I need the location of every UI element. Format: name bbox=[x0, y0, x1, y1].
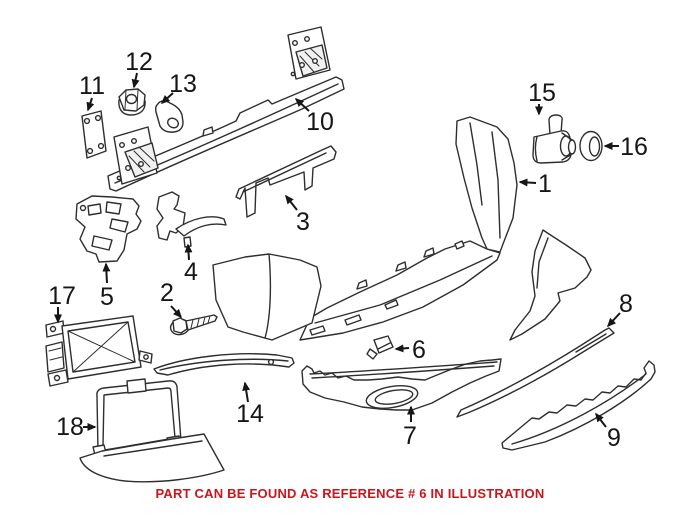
reference-note: PART CAN BE FOUND AS REFERENCE # 6 IN IL… bbox=[155, 486, 545, 501]
callout-13-label: 13 bbox=[169, 70, 197, 98]
part-11-plate bbox=[81, 110, 107, 159]
part-16-grommet bbox=[579, 130, 603, 162]
callout-8: 8 bbox=[606, 290, 633, 328]
callout-11-label: 11 bbox=[79, 72, 105, 100]
callout-7: 7 bbox=[403, 405, 417, 450]
callout-6: 6 bbox=[394, 336, 426, 364]
callout-16-label: 16 bbox=[620, 133, 648, 161]
callout-11: 11 bbox=[79, 72, 105, 112]
callout-1-label: 1 bbox=[538, 170, 552, 198]
callout-8-label: 8 bbox=[619, 290, 633, 318]
callout-16: 16 bbox=[603, 133, 648, 161]
part-13-buffer-stop bbox=[154, 100, 184, 133]
callout-17-label: 17 bbox=[48, 282, 76, 310]
part-18-cover-flap bbox=[79, 378, 225, 483]
callout-3-label: 3 bbox=[296, 208, 310, 236]
callout-5-label: 5 bbox=[100, 283, 114, 311]
part-8-trim-strip bbox=[456, 327, 615, 418]
callout-9: 9 bbox=[595, 412, 621, 452]
callout-10: 10 bbox=[294, 97, 334, 136]
part-7-lower-valance bbox=[301, 358, 502, 411]
callout-14-label: 14 bbox=[236, 400, 264, 428]
callout-12: 12 bbox=[125, 48, 153, 89]
callout-17: 17 bbox=[48, 282, 76, 324]
callout-1: 1 bbox=[518, 170, 552, 198]
part-9-trim-strip bbox=[501, 360, 656, 451]
callout-6-label: 6 bbox=[412, 336, 426, 364]
part-1-bumper-cover bbox=[212, 116, 592, 341]
part-2-screw bbox=[169, 314, 218, 336]
part-3-guide-rail bbox=[235, 145, 337, 218]
callout-15-label: 15 bbox=[528, 79, 556, 107]
callout-7-label: 7 bbox=[403, 422, 417, 450]
callout-15: 15 bbox=[528, 79, 556, 116]
part-15-parking-sensor bbox=[532, 114, 577, 164]
callout-12-label: 12 bbox=[125, 48, 153, 76]
callout-2: 2 bbox=[160, 279, 183, 319]
callout-14: 14 bbox=[236, 381, 264, 428]
callout-4: 4 bbox=[184, 243, 198, 286]
part-10-impact-bar bbox=[107, 26, 345, 192]
callout-3: 3 bbox=[285, 194, 310, 236]
callout-2-label: 2 bbox=[160, 279, 174, 307]
callout-18-label: 18 bbox=[56, 413, 84, 441]
part-4-bracket bbox=[156, 191, 227, 248]
callout-9-label: 9 bbox=[607, 424, 621, 452]
part-6-clip bbox=[366, 335, 394, 360]
part-17-sensor-module bbox=[45, 315, 153, 387]
callout-10-label: 10 bbox=[306, 108, 334, 136]
part-12-nut bbox=[118, 88, 146, 116]
part-5-side-bracket bbox=[75, 195, 142, 263]
callout-18: 18 bbox=[56, 413, 97, 441]
callout-5: 5 bbox=[100, 262, 114, 311]
part-14-trim-strip bbox=[153, 353, 295, 376]
callout-4-label: 4 bbox=[184, 258, 198, 286]
callout-13: 13 bbox=[160, 70, 197, 105]
